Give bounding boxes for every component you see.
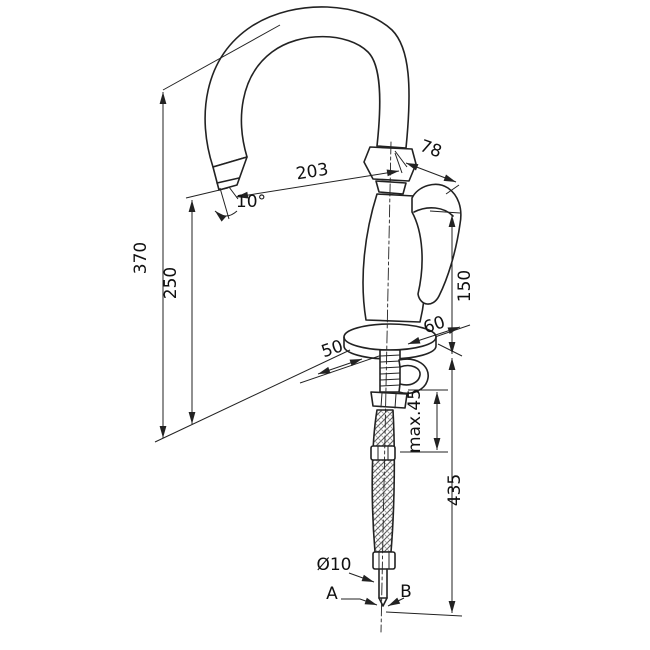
base-escutcheon <box>343 323 437 351</box>
ext-line-base-right <box>437 343 463 357</box>
ext-line-203-right <box>394 152 403 174</box>
connection-tube <box>378 568 388 599</box>
centerline <box>380 141 392 633</box>
ext-line-435-bottom <box>385 611 463 617</box>
spout-aerator-line <box>216 177 240 184</box>
body-ring <box>375 180 407 195</box>
hose-end-fitting <box>372 551 396 570</box>
dim-line-60 <box>407 326 461 345</box>
dim-label-max45: max.45 <box>405 389 425 453</box>
dim-label-diameter: Ø10 <box>316 555 351 575</box>
ext-line-78-left <box>394 150 408 168</box>
dimension-labels: 370 250 203 78 10° 150 50 60 max.45 435 … <box>131 136 475 604</box>
angle-arc-arrow <box>214 210 238 222</box>
dim-line-78 <box>405 162 457 183</box>
leader-b <box>387 597 405 607</box>
label-connection-b: B <box>400 582 412 602</box>
dim-label-78: 78 <box>417 136 444 162</box>
dimension-annotations: 370 250 203 78 10° 150 50 60 max.45 435 … <box>131 24 475 617</box>
ext-line-base-left <box>154 349 351 443</box>
dim-line-203 <box>235 169 400 199</box>
nut-facets <box>380 392 397 409</box>
ext-line-78-right <box>445 184 460 195</box>
connection-tip <box>378 597 388 607</box>
dim-label-370: 370 <box>131 242 151 274</box>
dim-label-angle: 10° <box>236 192 266 212</box>
faucet-figure <box>204 6 462 633</box>
shank-threads <box>379 354 401 387</box>
mounting-nut <box>370 391 408 409</box>
dim-label-250: 250 <box>161 267 181 299</box>
dim-label-435: 435 <box>445 474 465 506</box>
faucet-handle <box>411 183 462 305</box>
leader-a <box>341 597 378 606</box>
hose-coupling <box>370 445 396 461</box>
hose-end-ticks <box>378 551 390 570</box>
dim-label-203: 203 <box>295 160 330 185</box>
dim-label-50: 50 <box>319 336 346 362</box>
ext-line-370-top <box>162 24 281 91</box>
angle-axis-line <box>219 187 230 220</box>
dim-line-50 <box>317 358 363 375</box>
faucet-spout <box>204 6 410 168</box>
ext-line-150-top <box>429 210 461 214</box>
handle-detail-line <box>413 207 454 217</box>
hose-coupling-ticks <box>377 445 389 461</box>
label-connection-a: A <box>326 584 338 604</box>
leader-diameter <box>348 572 375 583</box>
dim-label-150: 150 <box>455 270 475 302</box>
mounting-bracket <box>398 358 429 394</box>
